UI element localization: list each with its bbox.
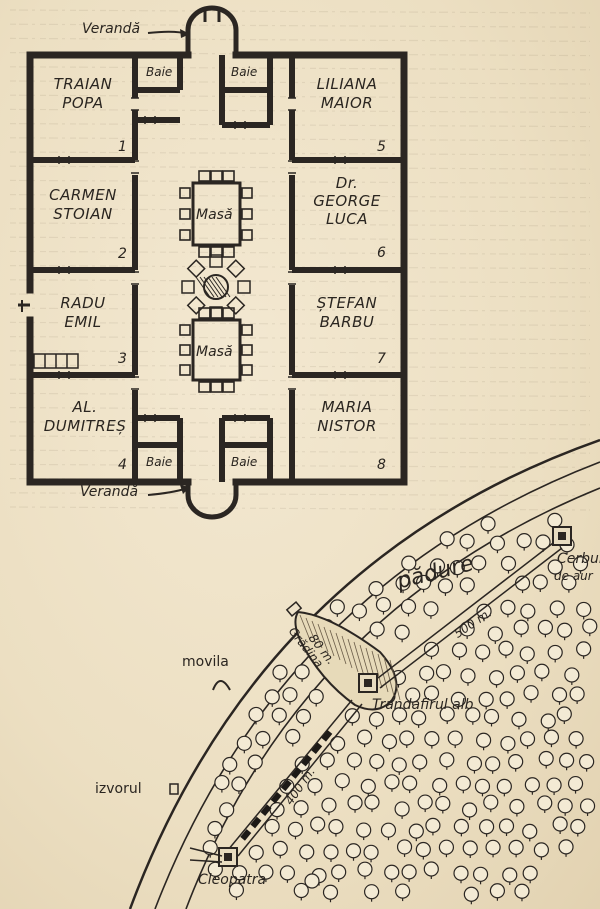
bath-label-top-left: Baie (146, 65, 173, 79)
bath-label-top-right: Baie (231, 65, 258, 79)
cleopatra-label: Cleopatra (198, 872, 267, 888)
izvorul-label: izvorul (95, 781, 142, 797)
room-2-number: 2 (118, 246, 127, 262)
movila-label: movila (182, 654, 229, 670)
room-1-number: 1 (118, 139, 127, 155)
veranda-bottom-label: Verandă (80, 484, 139, 500)
table-label-2: Masă (196, 344, 233, 360)
room-7-number: 7 (377, 351, 386, 367)
veranda-top-label: Verandă (82, 21, 141, 37)
room-5-number: 5 (377, 139, 386, 155)
room-4-name: AL.DUMITREȘ (43, 398, 127, 435)
cerbul-label-line2: de aur (554, 569, 593, 583)
room-8-number: 8 (377, 457, 386, 473)
table-label-1: Masă (196, 207, 233, 223)
cerbul-label-line1: Cerbul (557, 551, 600, 567)
bath-label-bottom-right: Baie (231, 455, 258, 469)
room-3-number: 3 (118, 351, 127, 367)
bath-label-bottom-left: Baie (146, 455, 173, 469)
room-4-number: 4 (118, 457, 127, 473)
room-6-number: 6 (377, 245, 386, 261)
trandafirul-label: Trandafirul alb (372, 697, 474, 713)
